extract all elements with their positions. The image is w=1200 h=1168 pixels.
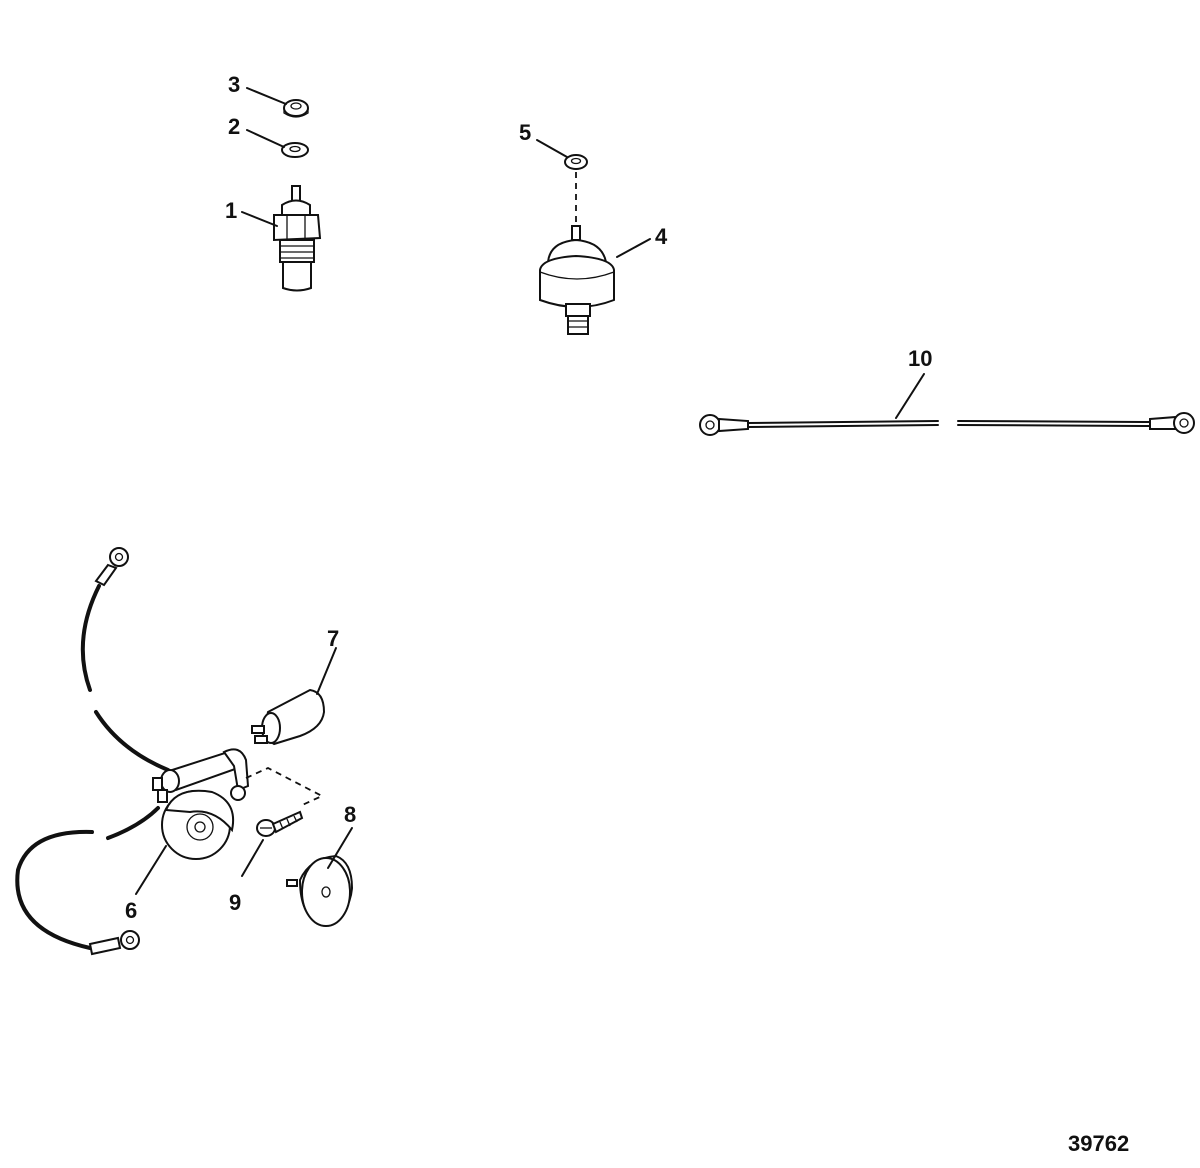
leader-8 <box>327 827 353 869</box>
leader-6 <box>135 845 167 895</box>
part-5-nut <box>564 154 588 170</box>
leader-1 <box>241 211 278 227</box>
callout-2: 2 <box>228 114 240 139</box>
leader-7 <box>316 647 337 695</box>
callout-9: 9 <box>229 890 241 915</box>
leader-3 <box>246 87 287 105</box>
callout-6: 6 <box>125 898 137 923</box>
part-8-button <box>286 854 354 928</box>
part-6-horn-assembly <box>15 547 250 956</box>
callout-5: 5 <box>519 120 531 145</box>
callout-3: 3 <box>228 72 240 97</box>
callout-4: 4 <box>655 224 668 249</box>
leader-5 <box>536 139 568 158</box>
part-1-sender <box>273 185 322 292</box>
callout-1: 1 <box>225 198 237 223</box>
part-3-nut <box>283 99 309 118</box>
part-2-washer <box>281 142 309 158</box>
leader-9 <box>241 839 264 877</box>
assembly-line-9-6 <box>245 766 325 807</box>
part-9-screw <box>256 810 304 837</box>
leader-2 <box>246 129 285 148</box>
part-4-sender <box>539 225 615 335</box>
part-10-ground-wire <box>699 412 1195 436</box>
callout-10: 10 <box>908 346 932 371</box>
part-7-connector <box>251 688 326 746</box>
reference-number: 39762 <box>1068 1131 1129 1156</box>
callout-7: 7 <box>327 626 339 651</box>
callout-8: 8 <box>344 802 356 827</box>
leader-10 <box>895 373 925 419</box>
leader-4 <box>616 238 651 258</box>
